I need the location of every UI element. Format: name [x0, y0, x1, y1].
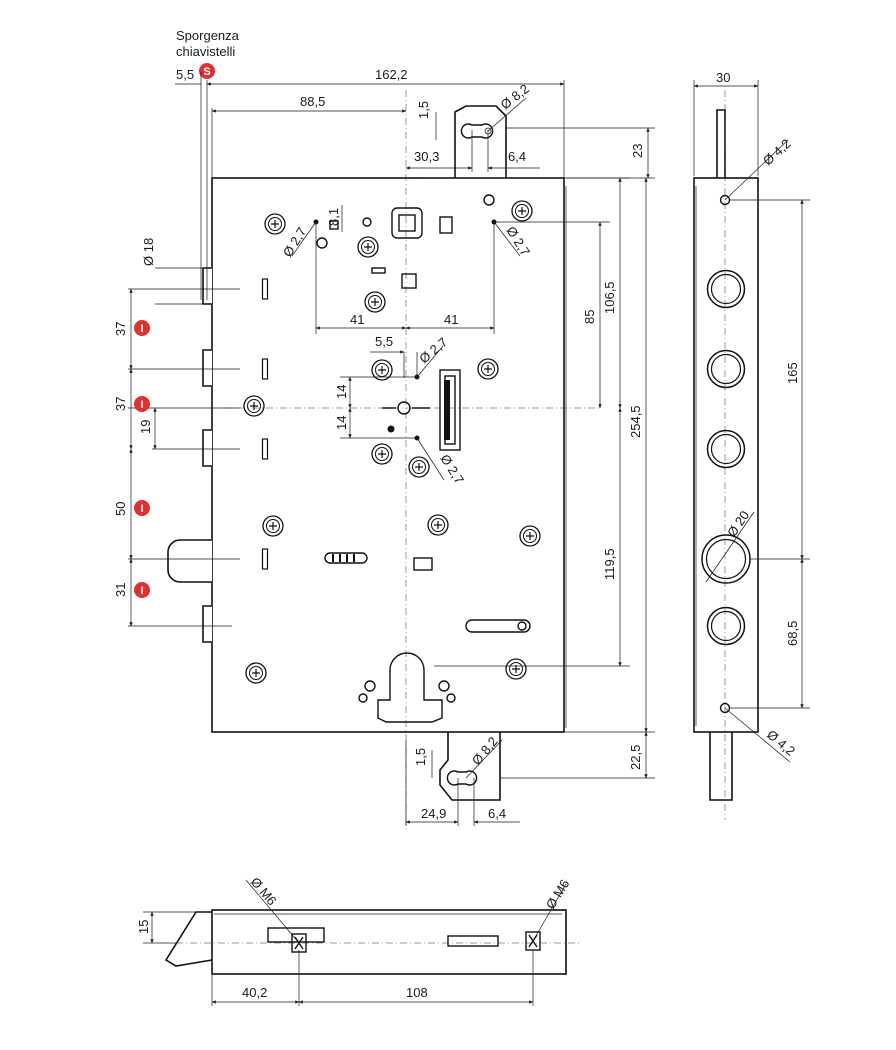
bolt-protrusion-badge: S — [199, 63, 215, 79]
svg-text:22,5: 22,5 — [628, 745, 643, 770]
svg-text:85: 85 — [582, 310, 597, 324]
svg-text:254,5: 254,5 — [628, 405, 643, 438]
svg-text:162,2: 162,2 — [375, 67, 408, 82]
svg-text:Ø 4,2: Ø 4,2 — [764, 727, 798, 759]
svg-text:I: I — [140, 585, 143, 597]
side-view — [693, 90, 759, 820]
front-dimensions: 5,5 162,2 88,5 30,3 6,4 1,5 Ø 8,2 23 8,1… — [113, 67, 655, 826]
svg-text:19: 19 — [138, 420, 153, 434]
svg-text:41: 41 — [350, 312, 364, 327]
svg-text:Ø M6: Ø M6 — [543, 877, 573, 912]
svg-text:14: 14 — [334, 416, 349, 430]
svg-text:88,5: 88,5 — [300, 94, 325, 109]
svg-text:24,9: 24,9 — [421, 806, 446, 821]
svg-text:37: 37 — [113, 397, 128, 411]
svg-text:106,5: 106,5 — [602, 281, 617, 314]
cylinder-cutout — [377, 652, 443, 723]
svg-text:68,5: 68,5 — [785, 621, 800, 646]
svg-text:108: 108 — [406, 985, 428, 1000]
svg-text:14: 14 — [334, 385, 349, 399]
svg-text:I: I — [140, 323, 143, 335]
svg-text:119,5: 119,5 — [602, 548, 617, 580]
svg-text:41: 41 — [444, 312, 458, 327]
svg-text:5,5: 5,5 — [375, 334, 393, 349]
svg-text:165: 165 — [785, 362, 800, 384]
svg-text:Ø 4,2: Ø 4,2 — [760, 136, 794, 168]
bottom-tab-slot — [446, 770, 478, 786]
svg-text:Ø M6: Ø M6 — [248, 874, 280, 908]
header-line-2: chiavistelli — [176, 44, 235, 59]
svg-text:I: I — [140, 399, 143, 411]
svg-text:23: 23 — [630, 144, 645, 158]
main-latch-bolt — [167, 539, 212, 583]
svg-text:50: 50 — [113, 502, 128, 516]
svg-text:37: 37 — [113, 322, 128, 336]
bolt-badge-3: I — [134, 500, 150, 516]
svg-text:30,3: 30,3 — [414, 149, 439, 164]
front-view — [167, 90, 600, 830]
bottom-view — [164, 909, 580, 975]
header-line-1: Sporgenza — [176, 28, 240, 43]
svg-text:5,5: 5,5 — [176, 67, 194, 82]
top-tab-slot — [460, 123, 494, 139]
bottom-latch-profile — [164, 911, 213, 967]
svg-text:15: 15 — [136, 920, 151, 934]
bottom-body — [211, 909, 567, 975]
bolt-badge-2: I — [134, 396, 150, 412]
svg-text:1,5: 1,5 — [413, 748, 428, 766]
side-bottom-tab — [709, 732, 733, 801]
header-note: Sporgenza chiavistelli S — [176, 28, 240, 79]
svg-text:S: S — [203, 66, 210, 78]
svg-text:30: 30 — [716, 70, 730, 85]
side-top-tab — [716, 109, 726, 178]
svg-text:40,2: 40,2 — [242, 985, 267, 1000]
svg-text:6,4: 6,4 — [488, 806, 506, 821]
svg-text:I: I — [140, 503, 143, 515]
svg-text:1,5: 1,5 — [416, 101, 431, 119]
svg-text:6,4: 6,4 — [508, 149, 526, 164]
svg-text:8,1: 8,1 — [326, 208, 341, 226]
svg-text:Ø 18: Ø 18 — [141, 238, 156, 266]
top-mounting-tab — [454, 105, 507, 178]
bottom-mounting-tab — [439, 732, 501, 801]
bolt-badge-4: I — [134, 582, 150, 598]
svg-text:31: 31 — [113, 583, 128, 597]
bolt-badge-1: I — [134, 320, 150, 336]
